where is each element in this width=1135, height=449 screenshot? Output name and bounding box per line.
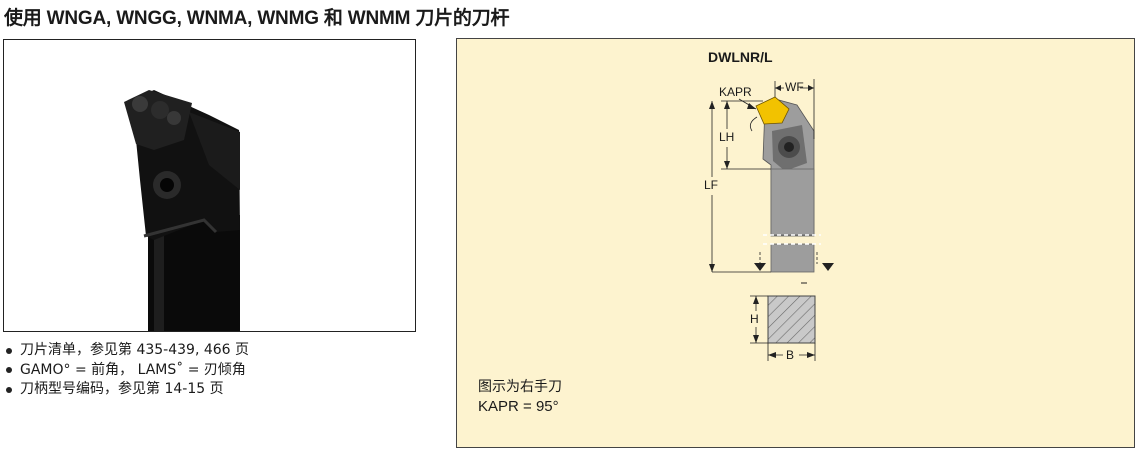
bullet-dot [6,367,12,374]
list-item: 刀片清单，参见第 435-439, 466 页 [4,341,249,361]
kapr-value: KAPR = 95° [478,398,559,415]
kapr-label: KAPR [719,85,752,99]
product-photo [3,39,416,332]
dimension-drawing [704,79,834,363]
lf-label: LF [704,178,719,192]
bullet-dot [6,347,12,354]
dimension-diagram-panel: DWLNR/L KAPR WF LH LF H B 图示为右手刀 KAPR = … [456,38,1135,448]
h-label: H [750,312,759,326]
hand-note: 图示为右手刀 [478,379,562,395]
page-title: 使用 WNGA, WNGG, WNMA, WNMG 和 WNMM 刀片的刀杆 [4,8,510,29]
list-item: GAMO° = 前角， LAMS˚ = 刃倾角 [4,361,249,381]
bullet-dot [6,386,12,393]
wf-label: WF [785,80,804,94]
lh-label: LH [719,130,735,144]
list-item: 刀柄型号编码，参见第 14-15 页 [4,380,249,400]
model-code: DWLNR/L [708,49,773,65]
tool-holder-image [124,90,240,331]
bullet-list: 刀片清单，参见第 435-439, 466 页 GAMO° = 前角， LAMS… [4,341,249,400]
b-label: B [786,348,795,362]
insert-shape [755,96,790,125]
